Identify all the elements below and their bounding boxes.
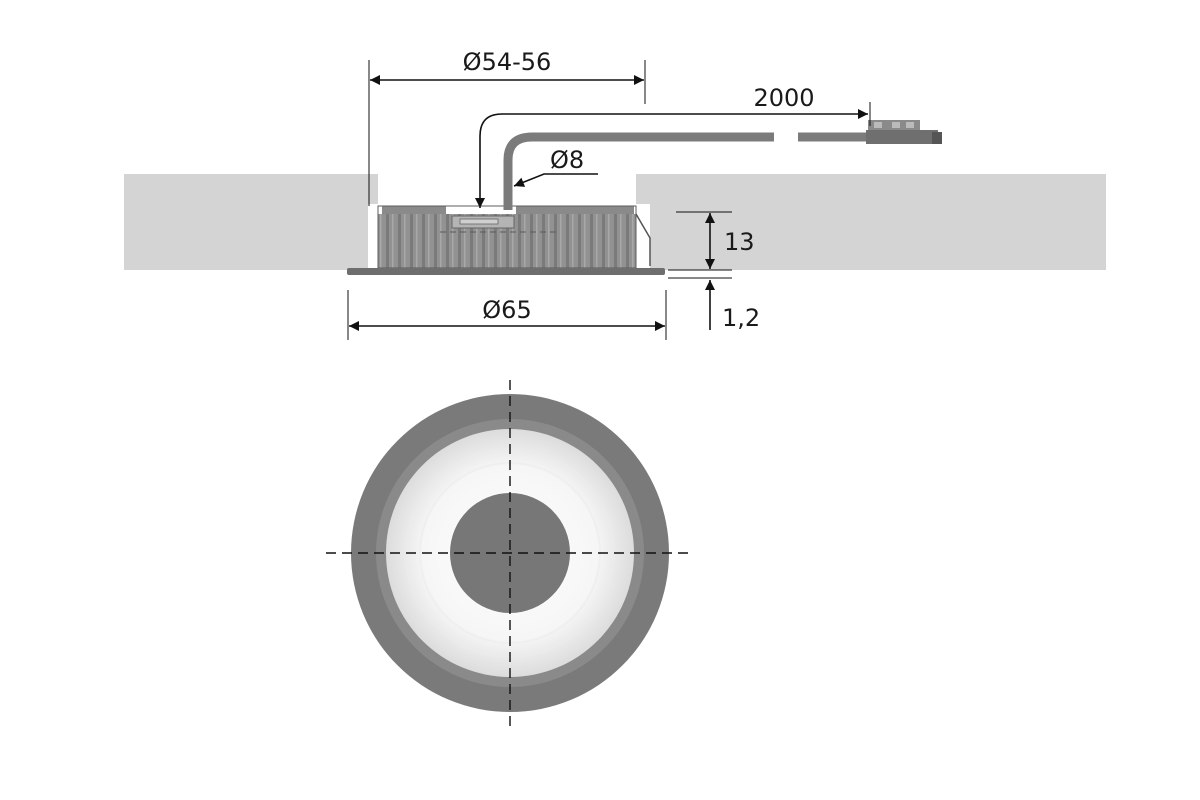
- housing-flange: [347, 268, 665, 275]
- spring-clip: [635, 213, 651, 266]
- cable-length-label: 2000: [753, 84, 814, 112]
- dim-line-cable-length: [475, 109, 868, 208]
- housing-top-cap: [382, 206, 446, 216]
- mounting-board-right: [650, 174, 1106, 270]
- housing-height-label: 13: [724, 228, 755, 256]
- housing-top-cap-right: [516, 206, 634, 216]
- leader-cable-diameter: [513, 173, 598, 187]
- flange-thickness-label: 1,2: [722, 304, 760, 332]
- cable-diameter-label: Ø8: [550, 146, 584, 174]
- mounting-board-left: [124, 174, 368, 270]
- plug-connector: [866, 120, 942, 144]
- flange-diameter-label: Ø65: [482, 296, 531, 324]
- cable-pin: [459, 218, 499, 225]
- front-view: [326, 380, 694, 726]
- board-recess-right: [636, 174, 650, 204]
- board-recess-left: [368, 174, 378, 204]
- side-view: Ø54-56 2000 Ø8 13 1,2 Ø65: [124, 48, 1106, 340]
- cutout-diameter-label: Ø54-56: [463, 48, 552, 76]
